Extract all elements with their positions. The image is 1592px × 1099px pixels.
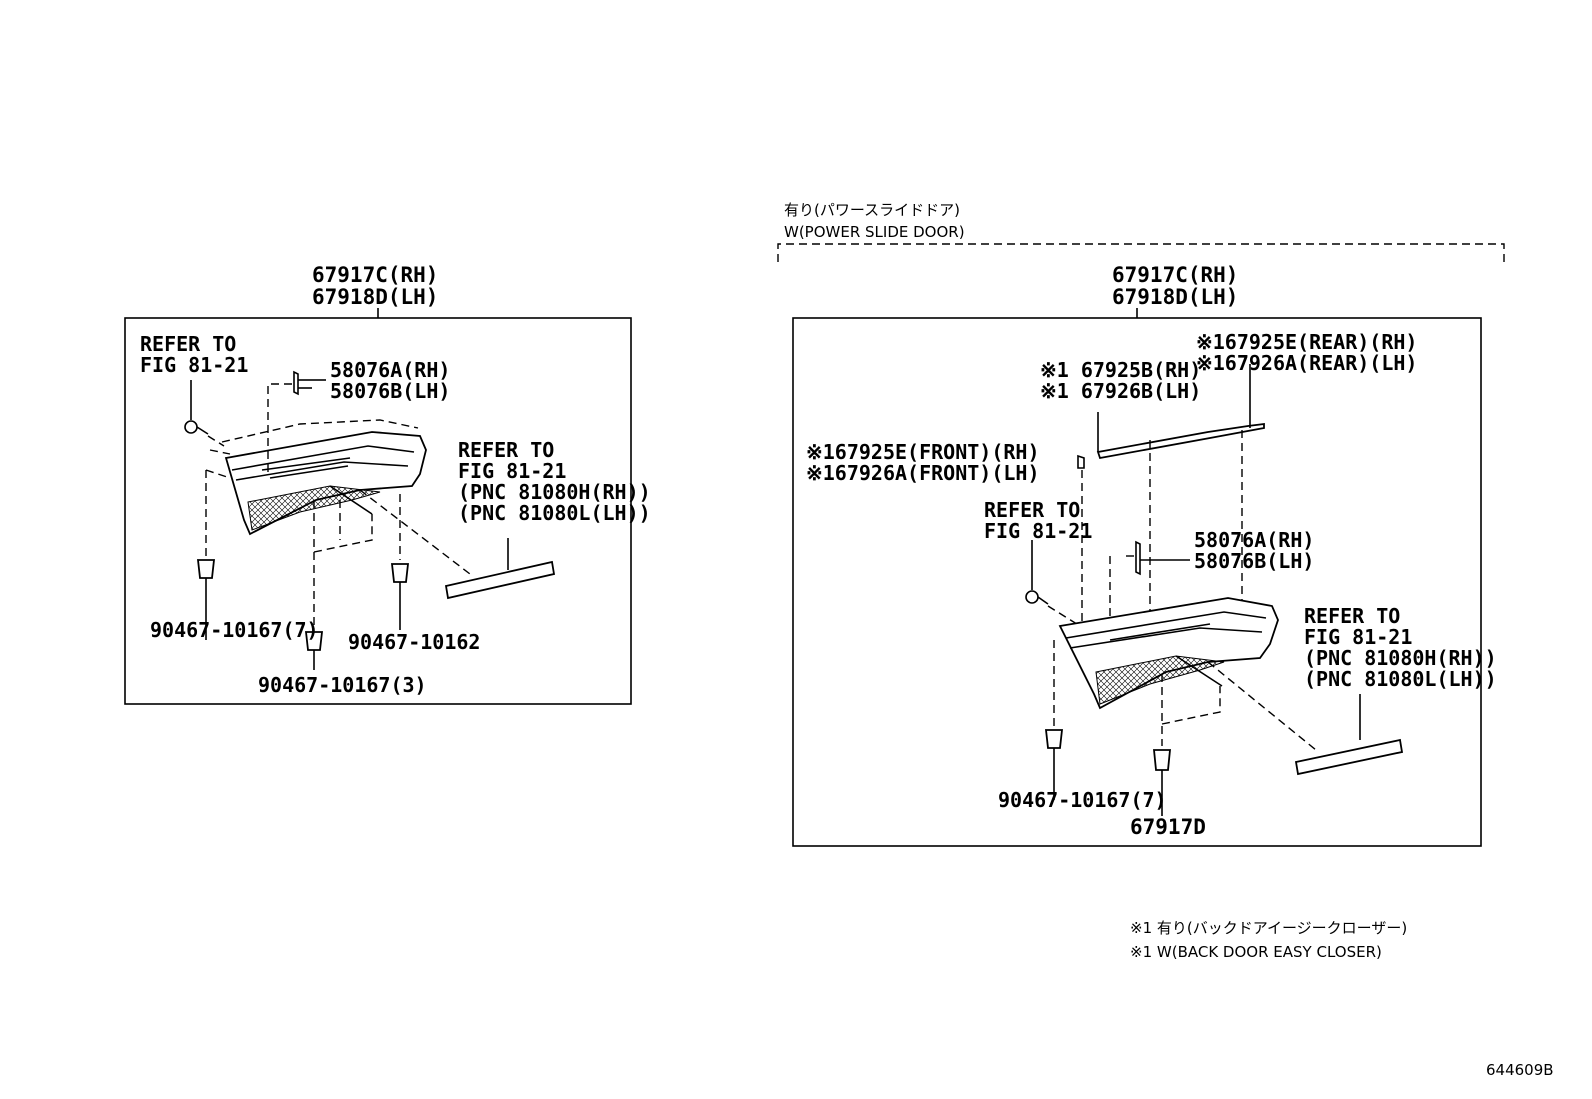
left-screw xyxy=(184,380,225,447)
right-rear-lh-label: ※167926A(REAR)(LH) xyxy=(1196,351,1418,375)
left-fastener-1 xyxy=(196,470,216,640)
left-clip-lh-label: 58076B(LH) xyxy=(330,379,451,403)
right-mid-rh-label: ※1 67925B(RH) xyxy=(1040,358,1202,382)
right-clip-rh-label: 58076A(RH) xyxy=(1194,528,1315,552)
left-assembly-lh-label: 67918D(LH) xyxy=(312,285,439,309)
footnote-en: ※1 W(BACK DOOR EASY CLOSER) xyxy=(1130,943,1382,961)
figure-id: 644609B xyxy=(1486,1061,1554,1079)
right-screw xyxy=(1025,540,1081,627)
right-clip-2-label: 67917D xyxy=(1130,815,1206,839)
left-clip-1-label: 90467-10167(7) xyxy=(150,618,319,642)
right-assembly-lh-label: 67918D(LH) xyxy=(1112,285,1239,309)
left-panel xyxy=(124,308,632,705)
right-moulding-strip xyxy=(1207,661,1404,776)
left-clip-3-label: 90467-10167(3) xyxy=(258,673,427,697)
right-assembly-rh-label: 67917C(RH) xyxy=(1112,263,1239,287)
right-rear-rh-label: ※167925E(REAR)(RH) xyxy=(1196,330,1418,354)
right-scuff-plate xyxy=(1058,597,1279,710)
left-refer-fig-label-1: REFER TO FIG 81-21 xyxy=(140,332,249,377)
section-title-en: W(POWER SLIDE DOOR) xyxy=(784,223,965,241)
left-clip-58076 xyxy=(267,370,326,476)
right-clip-lh-label: 58076B(LH) xyxy=(1194,549,1315,573)
left-moulding-strip xyxy=(359,489,556,600)
left-fastener-2 xyxy=(390,494,410,630)
right-refer-fig-label-2: REFER TO FIG 81-21 (PNC 81080H(RH)) (PNC… xyxy=(1304,604,1497,691)
right-mid-lh-label: ※1 67926B(LH) xyxy=(1040,379,1202,403)
left-scuff-plate xyxy=(224,431,427,536)
left-clip-rh-label: 58076A(RH) xyxy=(330,358,451,382)
right-refer-fig-label-1: REFER TO FIG 81-21 xyxy=(984,498,1093,543)
right-front-lh-label: ※167926A(FRONT)(LH) xyxy=(806,461,1040,485)
right-clip-1-label: 90467-10167(7) xyxy=(998,788,1167,812)
section-bracket xyxy=(777,243,1505,262)
left-upper-trim-outline xyxy=(221,419,419,443)
right-fastener-2 xyxy=(1153,674,1221,816)
footnote-jp: ※1 有り(バックドアイージークローザー) xyxy=(1130,919,1408,937)
right-panel xyxy=(777,243,1505,847)
left-fastener-3 xyxy=(304,500,373,670)
right-clip-58076 xyxy=(1124,540,1190,576)
right-front-rh-label: ※167925E(FRONT)(RH) xyxy=(806,440,1040,464)
right-fastener-1 xyxy=(1044,640,1064,800)
left-clip-2-label: 90467-10162 xyxy=(348,630,481,654)
right-plate-strips xyxy=(1077,364,1265,469)
left-assembly-rh-label: 67917C(RH) xyxy=(312,263,439,287)
left-refer-fig-label-2: REFER TO FIG 81-21 (PNC 81080H(RH)) (PNC… xyxy=(458,438,651,525)
section-title-jp: 有り(パワースライドドア) xyxy=(784,201,960,219)
